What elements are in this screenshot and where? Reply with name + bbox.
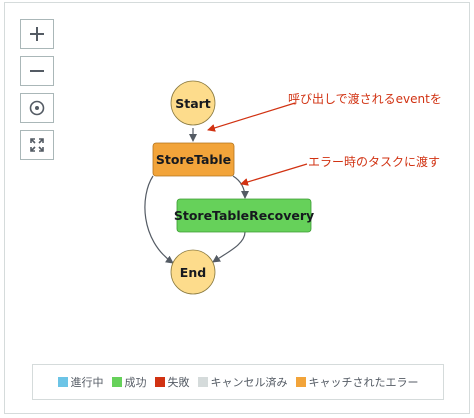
legend-label-caught-error: キャッチされたエラー <box>308 376 419 389</box>
minus-icon <box>30 70 44 72</box>
legend-item: 成功 <box>111 374 147 390</box>
center-graph-button[interactable] <box>20 93 54 123</box>
legend-item: 進行中 <box>57 374 104 390</box>
legend-swatch-failed <box>154 377 165 387</box>
legend-label-failed: 失敗 <box>167 376 190 389</box>
state-label-storetablerecovery: StoreTableRecovery <box>174 208 314 223</box>
legend-swatch-succeeded <box>111 377 122 387</box>
legend-item: 失敗 <box>154 374 190 390</box>
state-label-storetable: StoreTable <box>156 152 231 167</box>
state-label-end: End <box>180 265 206 280</box>
expand-icon <box>30 138 44 152</box>
legend-swatch-caught-error <box>295 377 306 387</box>
legend-label-in-progress: 進行中 <box>70 376 104 389</box>
legend-label-succeeded: 成功 <box>124 376 147 389</box>
state-node-storetablerecovery[interactable]: StoreTableRecovery <box>174 198 314 233</box>
fit-to-screen-button[interactable] <box>20 130 54 160</box>
zoom-in-button[interactable] <box>20 19 54 49</box>
legend-swatch-cancelled <box>197 377 208 387</box>
plus-icon <box>30 27 44 41</box>
state-node-storetable[interactable]: StoreTable <box>152 142 235 177</box>
legend-label-cancelled: キャンセル済み <box>210 376 288 389</box>
zoom-out-button[interactable] <box>20 56 54 86</box>
target-icon <box>29 100 45 116</box>
state-label-start: Start <box>175 96 211 111</box>
status-legend: 進行中 成功 失敗 キャンセル済み キャッチされたエラー <box>32 364 444 400</box>
legend-item: キャッチされたエラー <box>295 374 419 390</box>
state-node-end[interactable]: End <box>170 249 216 295</box>
state-node-start[interactable]: Start <box>170 80 216 126</box>
legend-item: キャンセル済み <box>197 374 288 390</box>
legend-swatch-in-progress <box>57 377 68 387</box>
